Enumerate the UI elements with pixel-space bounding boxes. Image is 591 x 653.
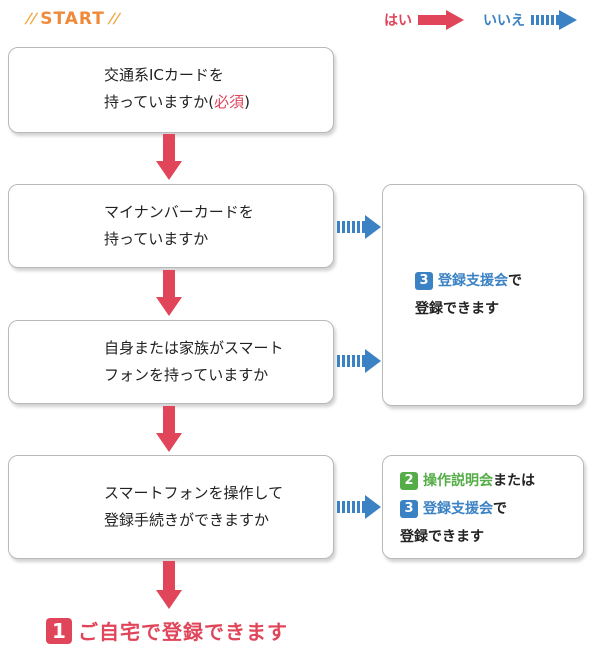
result-b-line3: 登録できます	[400, 529, 484, 545]
no-arrow-q4-to-explanation	[337, 495, 381, 519]
yes-arrow-q1-to-q2	[156, 134, 182, 180]
result-support-session-line1: 3 登録支援会で	[415, 267, 522, 295]
question-box-smartphone-operation: スマートフォンを操作して 登録手続きができますか	[8, 455, 334, 559]
result-box-explanation-or-support: 2 操作説明会または 3 登録支援会で 登録できます	[382, 455, 584, 559]
legend-yes: はい	[384, 10, 464, 30]
question-mynumber-text: マイナンバーカードを 持っていますか	[104, 199, 254, 253]
question-box-mynumber-card: マイナンバーカードを 持っていますか	[8, 184, 334, 268]
question-smartphone-owner-line1: 自身または家族がスマート	[104, 339, 284, 357]
question-smartphone-owner-line2: フォンを持っていますか	[104, 366, 269, 384]
result-box-support-session: 3 登録支援会で 登録できます	[382, 184, 584, 406]
badge-2: 2	[400, 472, 418, 490]
start-label: START	[40, 9, 105, 29]
legend-no-label: いいえ	[483, 13, 525, 29]
badge-3-b: 3	[400, 500, 418, 518]
result-support-session-line2: 登録できます	[415, 301, 499, 317]
final-result: 1 ご自宅で登録できます	[46, 616, 288, 645]
question-mynumber-line2: 持っていますか	[104, 230, 209, 248]
result-b-line2: 3 登録支援会で	[400, 495, 535, 523]
support-session-suffix-b: で	[493, 501, 507, 517]
support-session-name: 登録支援会	[438, 273, 508, 289]
question-ic-card-line1: 交通系ICカードを	[104, 66, 224, 84]
question-ic-card-text: 交通系ICカードを 持っていますか(必須)	[104, 62, 250, 116]
no-arrow-q2-to-support	[337, 215, 381, 239]
question-ic-card-line2: 持っていますか(必須)	[104, 89, 250, 116]
result-support-session-text: 3 登録支援会で 登録できます	[415, 267, 522, 323]
final-result-text: ご自宅で登録できます	[78, 620, 288, 644]
question-ic-card-line2-pre: 持っていますか(	[104, 93, 215, 111]
question-box-smartphone-owner: 自身または家族がスマート フォンを持っていますか	[8, 320, 334, 404]
legend-yes-label: はい	[384, 13, 412, 29]
required-note: 必須	[214, 93, 245, 111]
explanation-session-suffix: または	[493, 473, 535, 489]
question-smartphone-owner-text: 自身または家族がスマート フォンを持っていますか	[104, 335, 284, 389]
yes-arrow-icon	[418, 10, 464, 30]
support-session-suffix: で	[508, 273, 522, 289]
question-ic-card-line2-post: )	[244, 93, 250, 111]
question-box-ic-card: 交通系ICカードを 持っていますか(必須)	[8, 47, 334, 133]
start-label-group: // START //	[23, 6, 121, 32]
badge-3: 3	[415, 272, 433, 290]
support-session-name-b: 登録支援会	[423, 501, 493, 517]
result-explanation-or-support-text: 2 操作説明会または 3 登録支援会で 登録できます	[400, 467, 535, 551]
explanation-session-name: 操作説明会	[423, 473, 493, 489]
yes-arrow-q2-to-q3	[156, 270, 182, 316]
question-smartphone-operation-line1: スマートフォンを操作して	[104, 484, 284, 502]
question-smartphone-operation-line2: 登録手続きができますか	[104, 511, 270, 529]
question-smartphone-operation-text: スマートフォンを操作して 登録手続きができますか	[104, 480, 283, 534]
result-b-line1: 2 操作説明会または	[400, 467, 535, 495]
no-arrow-q3-to-support	[337, 349, 381, 373]
no-arrow-icon	[531, 10, 577, 30]
badge-1: 1	[46, 617, 72, 644]
legend-no: いいえ	[483, 10, 577, 30]
question-mynumber-line1: マイナンバーカードを	[104, 203, 254, 221]
yes-arrow-q4-to-final	[156, 561, 182, 609]
yes-arrow-q3-to-q4	[156, 406, 182, 452]
